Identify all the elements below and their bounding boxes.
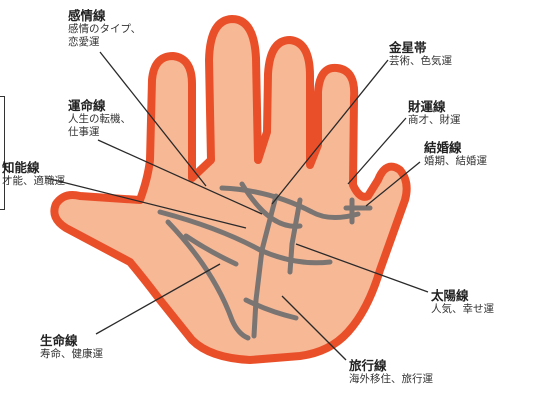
sun-desc-1: 人気、幸せ運: [431, 303, 494, 316]
label-travel-line: 旅行線 海外移住、旅行運: [349, 358, 433, 386]
wealth-desc-1: 商才、財運: [408, 114, 461, 127]
label-marriage-line: 結婚線 婚期、結婚運: [424, 140, 487, 168]
emotion-title: 感情線: [68, 8, 141, 23]
label-venus-belt: 金星帯 芸術、色気運: [389, 40, 452, 68]
label-head-line: 知能線 才能、適職運: [2, 160, 65, 188]
head-desc-1: 才能、適職運: [2, 175, 65, 188]
venus-desc-1: 芸術、色気運: [389, 55, 452, 68]
venus-title: 金星帯: [389, 40, 452, 55]
label-emotion-line: 感情線 感情のタイプ、 恋愛運: [68, 8, 141, 49]
marriage-desc-1: 婚期、結婚運: [424, 155, 487, 168]
emotion-desc-2: 恋愛運: [68, 36, 141, 49]
wealth-title: 財運線: [408, 99, 461, 114]
head-title: 知能線: [2, 160, 65, 175]
marriage-title: 結婚線: [424, 140, 487, 155]
sun-title: 太陽線: [431, 288, 494, 303]
label-wealth-line: 財運線 商才、財運: [408, 99, 461, 127]
label-fate-line: 運命線 人生の転機、 仕事運: [68, 98, 131, 139]
life-title: 生命線: [40, 333, 103, 348]
fate-desc-1: 人生の転機、: [68, 113, 131, 126]
travel-desc-1: 海外移住、旅行運: [349, 373, 433, 386]
emotion-desc-1: 感情のタイプ、: [68, 23, 141, 36]
label-life-line: 生命線 寿命、健康運: [40, 333, 103, 361]
life-desc-1: 寿命、健康運: [40, 348, 103, 361]
left-frame-edge: [0, 96, 5, 210]
fate-desc-2: 仕事運: [68, 126, 131, 139]
label-sun-line: 太陽線 人気、幸せ運: [431, 288, 494, 316]
fate-title: 運命線: [68, 98, 131, 113]
travel-title: 旅行線: [349, 358, 433, 373]
